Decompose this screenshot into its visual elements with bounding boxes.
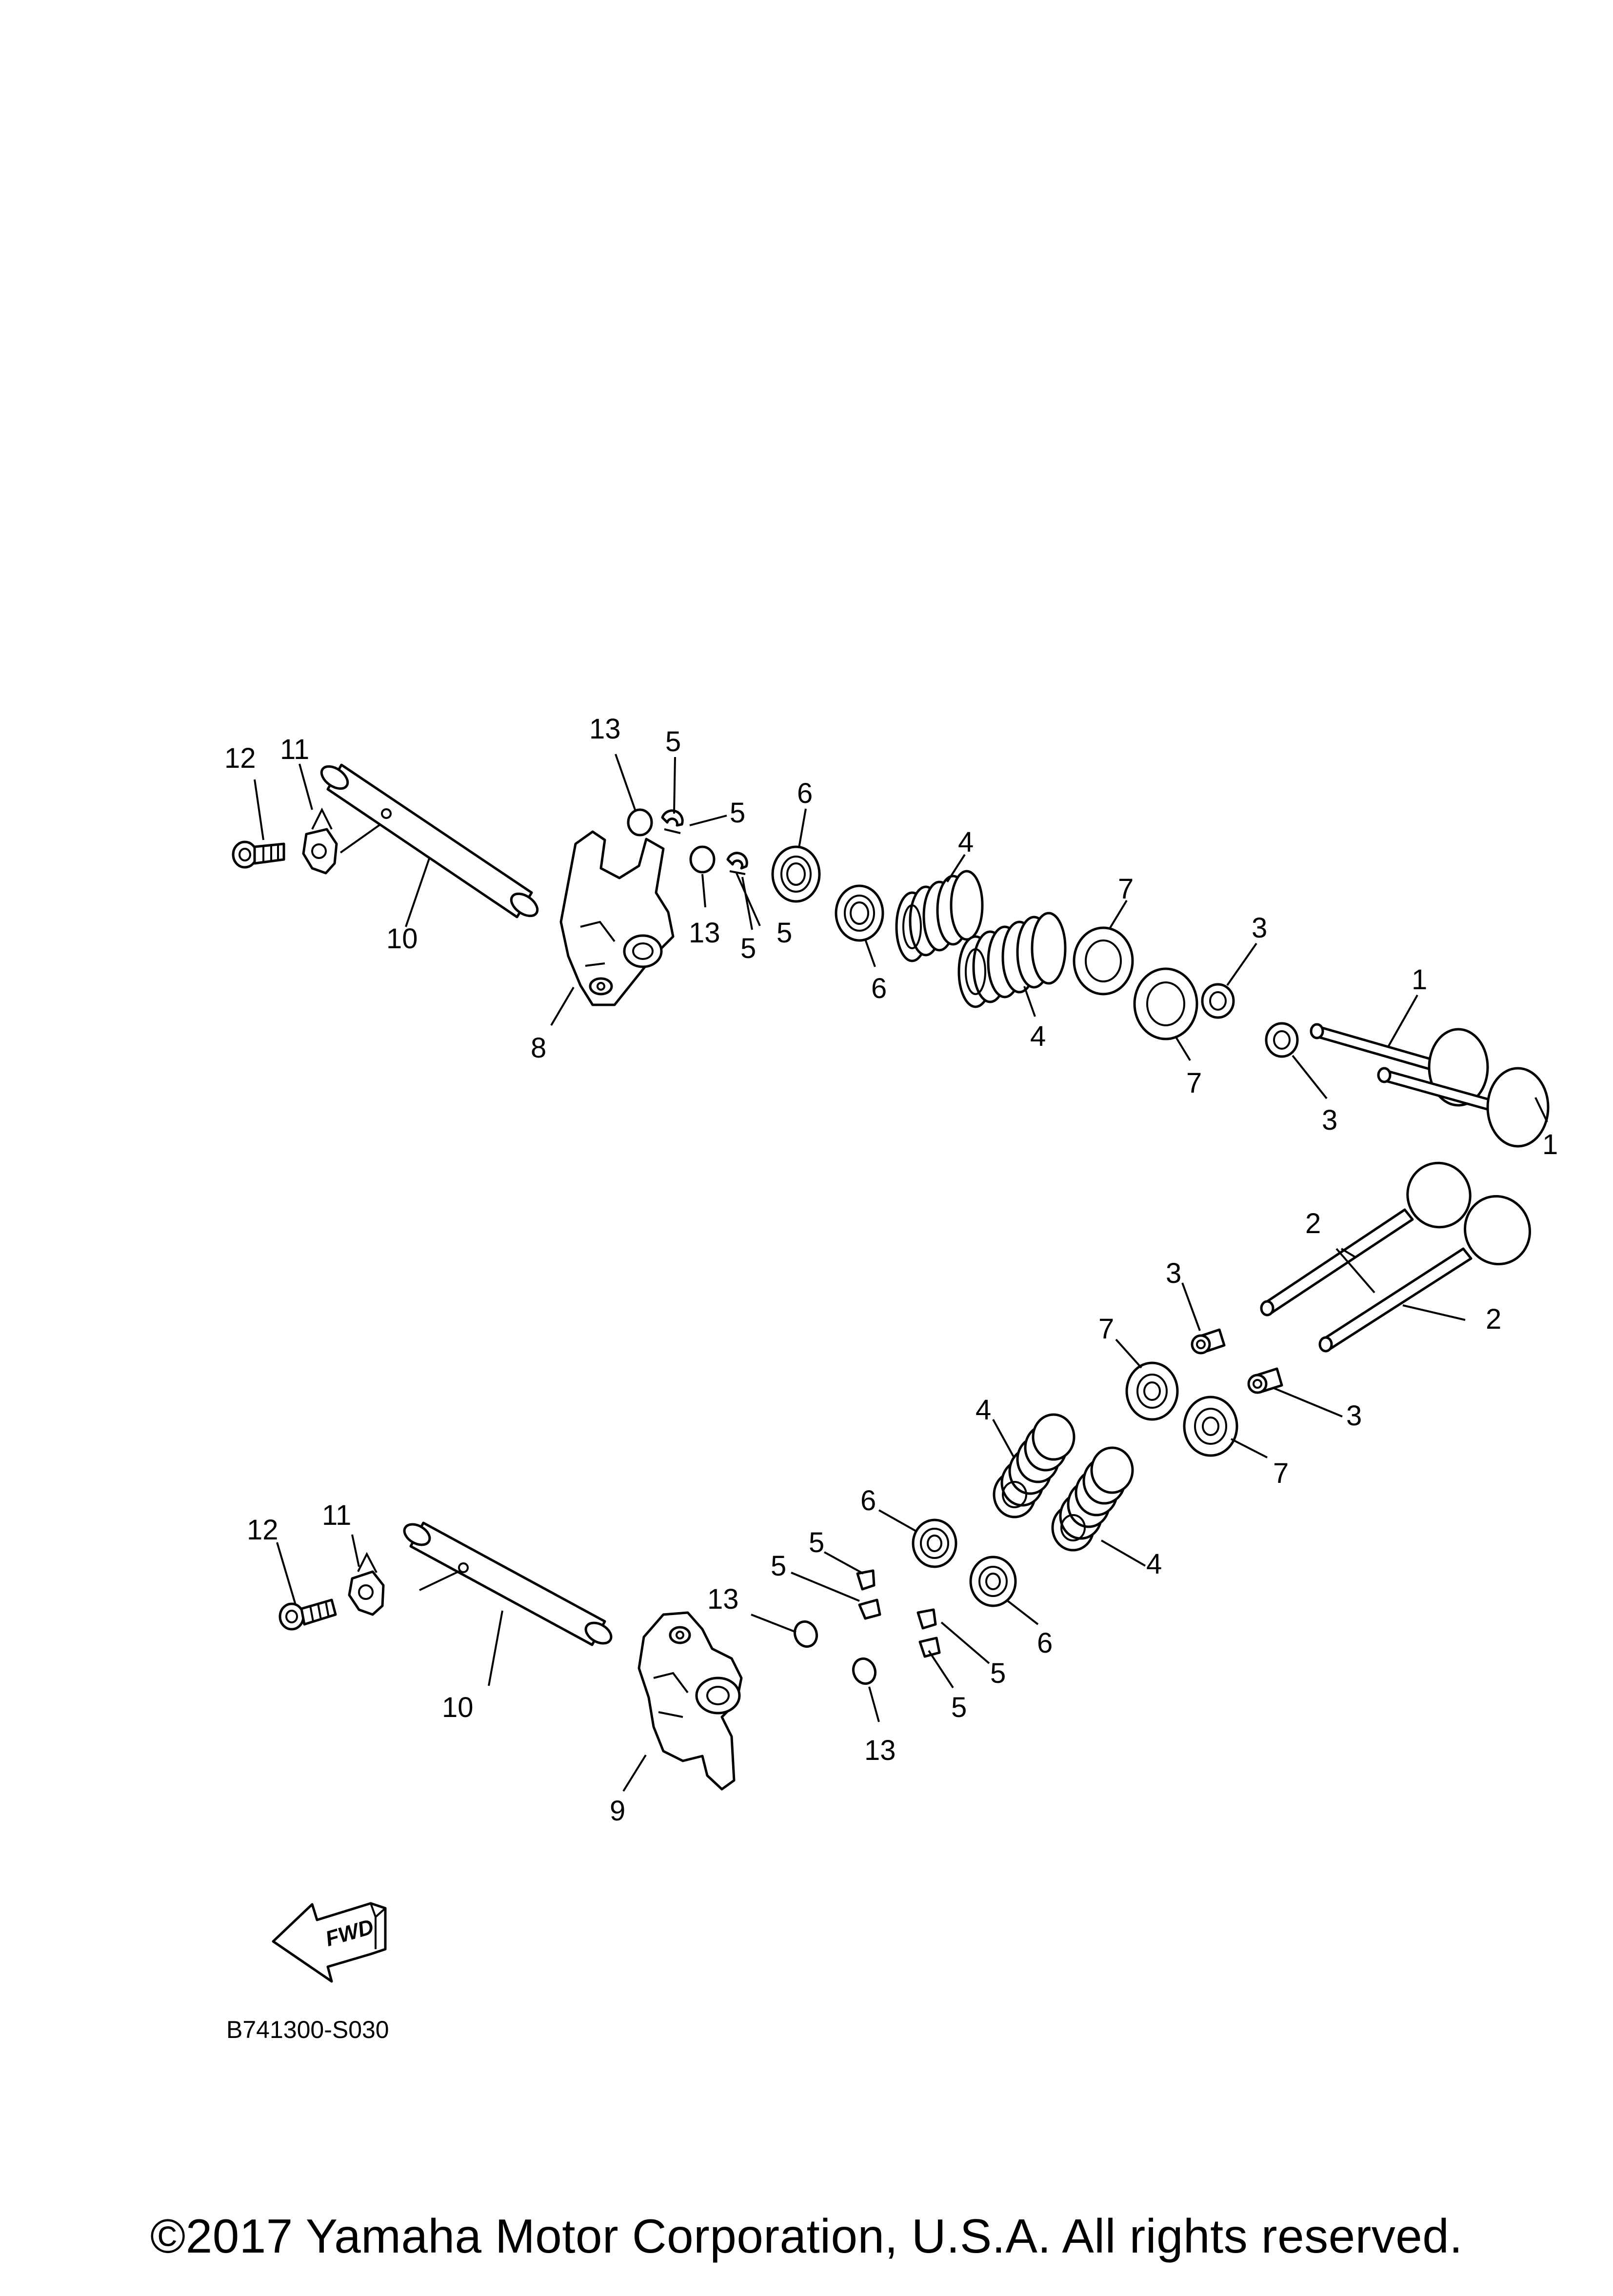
callout-10: 10 — [386, 923, 418, 955]
valve-spring-4-lower-a — [993, 1413, 1075, 1518]
intake-valve-2-b — [1318, 1195, 1531, 1353]
callout-6: 6 — [797, 778, 813, 809]
stopper-11-upper — [302, 807, 338, 875]
callout-4: 4 — [1030, 1020, 1046, 1052]
callout-2: 2 — [1305, 1208, 1321, 1239]
spring-seat-7-upper-b — [1133, 967, 1198, 1040]
callout-7: 7 — [1186, 1067, 1202, 1099]
cotter-5-lower-b — [916, 1608, 941, 1658]
callout-6: 6 — [871, 973, 887, 1004]
callout-3: 3 — [1322, 1104, 1337, 1136]
callout-1: 1 — [1542, 1129, 1558, 1160]
callout-4: 4 — [1146, 1548, 1162, 1580]
callout-13: 13 — [589, 713, 621, 745]
callout-3: 3 — [1166, 1258, 1181, 1289]
bolt-12-upper — [232, 840, 285, 869]
rocker-shaft-10-lower — [403, 1521, 613, 1646]
callout-3: 3 — [1252, 912, 1267, 944]
callout-3: 3 — [1346, 1400, 1362, 1432]
retainer-6-lower-b — [969, 1556, 1017, 1607]
stem-seal-3-lower-a — [1191, 1328, 1226, 1355]
callout-5: 5 — [730, 797, 745, 829]
callout-13: 13 — [864, 1735, 896, 1766]
callout-6: 6 — [860, 1485, 876, 1517]
callout-6: 6 — [1037, 1627, 1053, 1659]
callout-5: 5 — [777, 917, 792, 949]
rocker-arm-9 — [637, 1611, 743, 1791]
cotter-5-lower-a — [856, 1569, 881, 1620]
callout-13: 13 — [707, 1583, 739, 1615]
stem-seal-3-lower-b — [1247, 1367, 1283, 1394]
callout-labels: 12 11 10 8 13 5 5 13 5 5 6 6 4 4 7 7 3 3… — [224, 713, 1558, 1827]
callout-4: 4 — [976, 1394, 991, 1426]
pad-13-upper-b — [689, 845, 716, 874]
diagram-code: B741300-S030 — [226, 2016, 389, 2043]
callout-5: 5 — [951, 1692, 967, 1723]
callout-9: 9 — [610, 1795, 625, 1827]
callout-11: 11 — [322, 1499, 351, 1531]
callout-5: 5 — [990, 1657, 1006, 1689]
bolt-12-lower — [279, 1598, 337, 1631]
callout-10: 10 — [442, 1692, 474, 1723]
pad-13-lower-b — [852, 1657, 877, 1685]
valve-spring-4-lower-b — [1051, 1446, 1134, 1552]
valve-spring-4-upper-b — [957, 912, 1067, 1008]
callout-5: 5 — [771, 1550, 786, 1582]
pad-13-lower-a — [793, 1620, 818, 1648]
callout-5: 5 — [740, 933, 756, 964]
spring-seat-7-lower-b — [1183, 1396, 1238, 1457]
callout-5: 5 — [665, 726, 681, 758]
retainer-6-lower-a — [912, 1518, 957, 1568]
rocker-arm-8 — [559, 830, 675, 1006]
valve-spring-4-upper-a — [895, 870, 984, 962]
callout-1: 1 — [1412, 964, 1427, 996]
callout-7: 7 — [1273, 1457, 1289, 1489]
callout-12: 12 — [247, 1514, 279, 1546]
rocker-shaft-10-upper — [320, 763, 539, 918]
intake-valve-2-a — [1260, 1161, 1472, 1317]
callout-2: 2 — [1486, 1303, 1501, 1335]
callout-11: 11 — [280, 734, 309, 765]
retainer-6-upper-a — [771, 845, 821, 903]
stopper-11-lower — [348, 1552, 385, 1616]
spring-seat-7-lower-a — [1125, 1361, 1179, 1421]
leader-lines — [254, 754, 1548, 1792]
pad-13-upper-a — [627, 808, 653, 837]
cotter-5-upper-a — [661, 809, 684, 834]
retainer-6-upper-b — [835, 884, 884, 942]
cotter-5-upper-b — [726, 852, 748, 875]
callout-4: 4 — [958, 826, 974, 858]
copyright-notice: ©2017 Yamaha Motor Corporation, U.S.A. A… — [150, 2209, 1463, 2263]
callout-5: 5 — [809, 1527, 824, 1558]
callout-13: 13 — [689, 917, 720, 949]
exhaust-valve-1-b — [1377, 1067, 1550, 1148]
callout-7: 7 — [1118, 873, 1134, 905]
fwd-arrow-icon: FWD — [272, 1902, 387, 1983]
stem-seal-3-upper-a — [1201, 983, 1235, 1019]
callout-7: 7 — [1098, 1313, 1114, 1345]
stem-seal-3-upper-b — [1265, 1022, 1299, 1058]
callout-8: 8 — [531, 1032, 546, 1064]
spring-seat-7-upper-a — [1073, 926, 1134, 996]
callout-12: 12 — [224, 742, 256, 774]
